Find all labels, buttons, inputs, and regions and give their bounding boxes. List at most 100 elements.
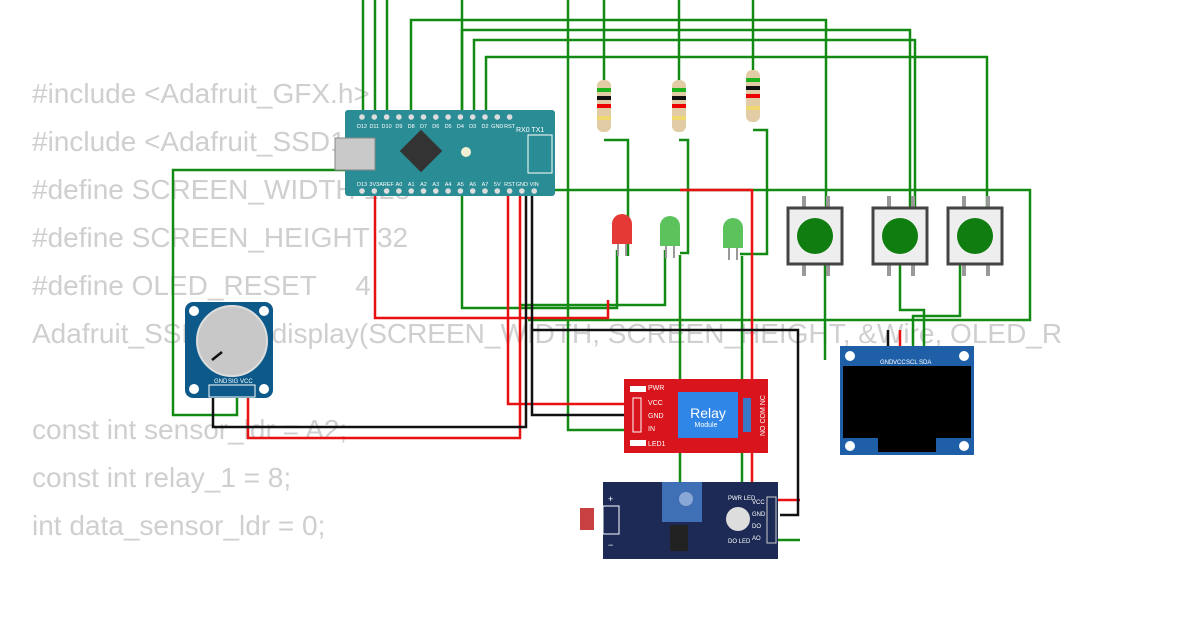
- pin[interactable]: [506, 114, 513, 120]
- resistor-2: [672, 80, 686, 132]
- pot-knob[interactable]: [196, 305, 268, 377]
- pin-label: D11: [369, 124, 379, 130]
- pin[interactable]: [383, 114, 390, 120]
- pin-label: A6: [469, 182, 476, 188]
- pin-label: D7: [420, 124, 427, 130]
- pin-label: D12: [357, 124, 367, 130]
- pin-label: A4: [445, 182, 452, 188]
- relay-subtitle: Module: [695, 422, 718, 429]
- reset-button[interactable]: [461, 147, 471, 157]
- pushbuttons: [786, 196, 1004, 276]
- ldr-plus: +: [608, 494, 613, 504]
- oled-pin-gnd: GND: [880, 360, 894, 366]
- ldr-pwr-led-label: PWR LED: [728, 496, 756, 502]
- pin-label: A3: [432, 182, 439, 188]
- leds: [612, 214, 743, 260]
- pin-label: RST: [504, 124, 516, 130]
- pin[interactable]: [359, 188, 365, 194]
- pin[interactable]: [482, 188, 488, 194]
- pin-label: D5: [445, 124, 452, 130]
- pin[interactable]: [519, 188, 525, 194]
- led-2: [660, 216, 680, 258]
- led-1: [612, 214, 632, 256]
- pin-label: A0: [396, 182, 403, 188]
- code-line: int data_sensor_ldr = 0;: [32, 510, 326, 541]
- pot-pin-gnd: GND: [214, 379, 228, 385]
- pin[interactable]: [457, 188, 464, 194]
- pin-label: D2: [481, 124, 488, 130]
- ldr-icon: [580, 508, 594, 530]
- pushbutton-2[interactable]: [871, 196, 929, 276]
- pin[interactable]: [445, 114, 451, 120]
- relay-pin-gnd: GND: [648, 413, 664, 420]
- pin-label: AREF: [379, 182, 394, 188]
- pin[interactable]: [396, 188, 402, 194]
- ldr-do-led-label: DO LED: [728, 539, 751, 545]
- relay-pin-in: IN: [648, 426, 655, 433]
- ldr-minus: −: [608, 540, 613, 550]
- relay-pwr-label: PWR: [648, 385, 664, 392]
- code-line: #define OLED_RESET 4: [32, 270, 371, 301]
- code-line: const int relay_1 = 8;: [32, 462, 292, 493]
- pin[interactable]: [433, 188, 439, 194]
- pin-label: D3: [469, 124, 476, 130]
- pin[interactable]: [396, 114, 402, 120]
- code-line: #include <Adafruit_GFX.h>: [32, 78, 370, 109]
- pin[interactable]: [445, 188, 451, 194]
- pin-label: D13: [357, 182, 367, 188]
- pin[interactable]: [420, 188, 427, 194]
- pin[interactable]: [494, 114, 501, 120]
- pin[interactable]: [482, 114, 488, 120]
- pin[interactable]: [408, 188, 415, 194]
- pin[interactable]: [469, 114, 476, 120]
- pin-label: 3V3: [369, 182, 379, 188]
- ldr-pin-vcc: VCC: [752, 500, 765, 506]
- relay-module[interactable]: Relay Module PWR VCC GND IN LED1 NO COM …: [624, 379, 768, 453]
- pin-label: VIN: [530, 182, 539, 188]
- pin[interactable]: [359, 114, 365, 120]
- pin-label: D9: [395, 124, 402, 130]
- pin[interactable]: [371, 114, 378, 120]
- pin-label: D8: [408, 124, 415, 130]
- pin[interactable]: [420, 114, 427, 120]
- pin[interactable]: [371, 188, 378, 194]
- pin-label: D10: [382, 124, 392, 130]
- led-3: [723, 218, 743, 260]
- pin-label: 5V: [494, 182, 501, 188]
- oled-pin-sda: SDA: [919, 360, 931, 366]
- pushbutton-1[interactable]: [786, 196, 844, 276]
- ldr-pin-do: DO: [752, 524, 761, 530]
- pin-label: GND: [516, 182, 528, 188]
- pin[interactable]: [408, 114, 415, 120]
- usb-port: [334, 137, 376, 171]
- photoresistor-led: [726, 507, 750, 531]
- pin[interactable]: [494, 188, 501, 194]
- potentiometer[interactable]: GND SIG VCC: [185, 302, 273, 398]
- pin[interactable]: [469, 188, 476, 194]
- oled-display[interactable]: GND VCC SCL SDA: [840, 346, 974, 455]
- pin[interactable]: [383, 188, 390, 194]
- mcu-chip: [399, 129, 443, 173]
- ldr-pin-ao: AO: [752, 536, 761, 542]
- relay-title: Relay: [690, 405, 726, 421]
- relay-pin-vcc: VCC: [648, 400, 663, 407]
- wires: [171, 0, 1032, 542]
- pin-label: A5: [457, 182, 464, 188]
- pin-label: RST: [504, 182, 516, 188]
- pin[interactable]: [531, 188, 537, 194]
- pin[interactable]: [506, 188, 513, 194]
- ldr-sensor-module[interactable]: + − PWR LED DO LED VCC GND DO AO: [580, 482, 778, 559]
- relay-terminals-label: NO COM NC: [760, 395, 767, 436]
- code-line: #define SCREEN_WIDTH 128: [32, 174, 411, 205]
- oled-pin-scl: SCL: [906, 360, 918, 366]
- pin[interactable]: [433, 114, 439, 120]
- pushbutton-3[interactable]: [946, 196, 1004, 276]
- pin-label: A7: [482, 182, 489, 188]
- code-line: #define SCREEN_HEIGHT 32: [32, 222, 409, 253]
- pin[interactable]: [457, 114, 464, 120]
- pin-label: D6: [432, 124, 439, 130]
- pin-label: GND: [491, 124, 503, 130]
